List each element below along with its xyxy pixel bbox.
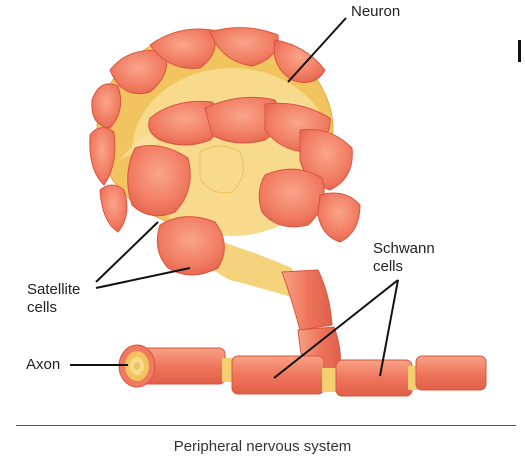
axon-cross-section: [118, 344, 156, 388]
edge-mark: [518, 40, 521, 62]
satellite-pointer-1: [95, 221, 159, 283]
caption: Peripheral nervous system: [173, 438, 352, 455]
satellite-cells-top: [89, 27, 326, 233]
satellite-pointer-2: [95, 267, 191, 289]
caption-divider: [16, 425, 516, 426]
label-neuron: Neuron: [351, 3, 401, 20]
satellite-cells-front: [127, 96, 361, 276]
neuron-pointer: [287, 17, 347, 83]
label-satellite-line1: Satellite: [27, 281, 81, 298]
schwann-pointer-1: [273, 279, 399, 379]
label-satellite-line2: cells: [27, 299, 58, 316]
label-axon: Axon: [26, 356, 61, 373]
pointer-lines: [70, 17, 399, 379]
label-schwann-line1: Schwann: [373, 240, 435, 257]
schwann-pointer-2: [379, 279, 399, 377]
label-schwann-line2: cells: [373, 258, 404, 275]
